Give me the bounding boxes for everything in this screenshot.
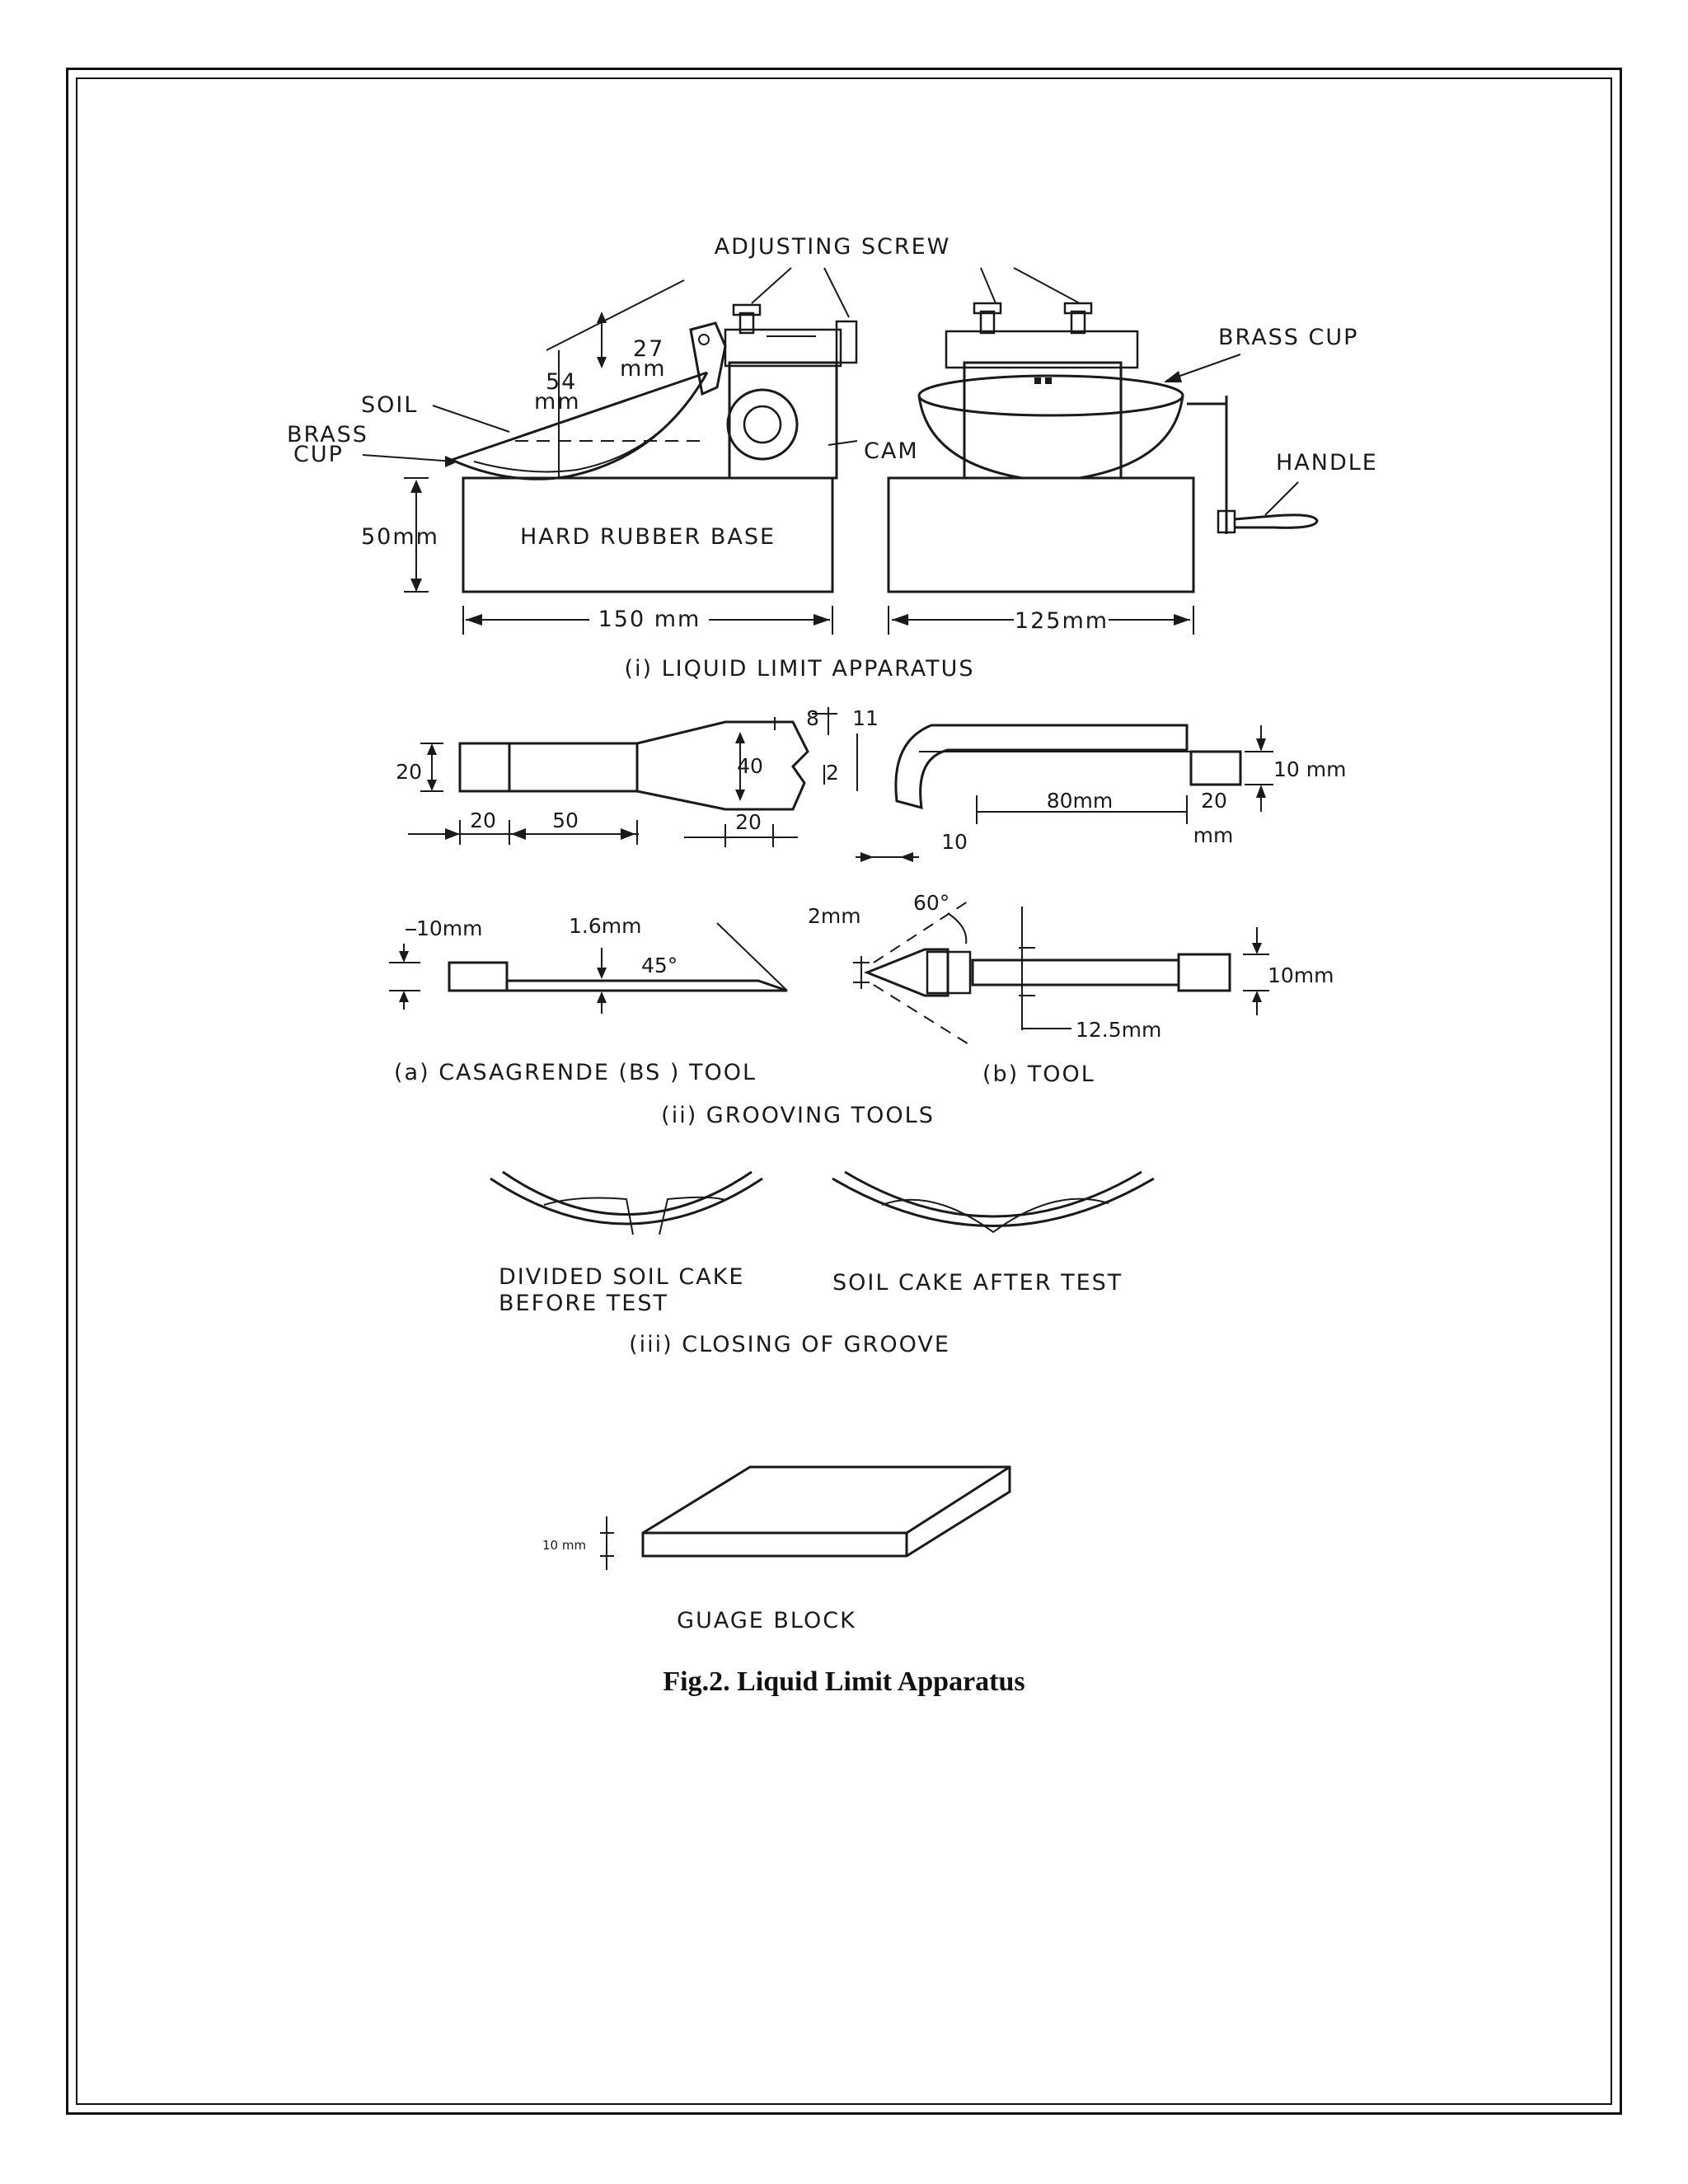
label-d10: 10: [941, 830, 968, 854]
label-d20-c: 20: [1201, 789, 1227, 813]
label-divided-soil-cake: DIVIDED SOIL CAKE: [499, 1264, 744, 1290]
gauge-block: [600, 1465, 1011, 1570]
cup-hinge: [689, 321, 727, 396]
label-gauge-block: GUAGE BLOCK: [677, 1608, 856, 1633]
label-soil-cake-after: SOIL CAKE AFTER TEST: [832, 1270, 1123, 1296]
bs-tool-side: [389, 922, 788, 1014]
label-dim-150: 150 mm: [598, 607, 701, 632]
label-d10mm-right: 10 mm: [1273, 757, 1346, 781]
label-cam: CAM: [864, 438, 919, 464]
apparatus-front-view: [751, 267, 1319, 635]
title-liquid-limit-apparatus: (i) LIQUID LIMIT APPARATUS: [624, 656, 974, 682]
label-d8: 8: [806, 706, 819, 730]
label-d20-left: 20: [396, 760, 422, 784]
frame-top: [724, 328, 842, 368]
label-d12-5: 12.5mm: [1076, 1018, 1161, 1042]
frame-pillar: [728, 361, 838, 480]
label-before-test: BEFORE TEST: [499, 1291, 668, 1316]
label-d2: 2: [826, 761, 839, 785]
label-d1-6: 1.6mm: [569, 914, 641, 938]
apparatus-side-view: [362, 279, 858, 635]
label-soil: SOIL: [361, 392, 418, 418]
label-casagrende-tool: (a) CASAGRENDE (BS ) TOOL: [394, 1060, 757, 1085]
front-pillar: [963, 361, 1123, 480]
label-base: HARD RUBBER BASE: [520, 524, 776, 550]
title-grooving-tools: (ii) GROOVING TOOLS: [661, 1103, 935, 1128]
label-cup: CUP: [293, 442, 344, 467]
label-d20-b: 20: [735, 810, 762, 834]
cam: [726, 388, 799, 461]
label-d80: 80mm: [1047, 789, 1114, 813]
label-d20-c-unit: mm: [1193, 823, 1234, 847]
label-deg45: 45°: [641, 954, 678, 977]
label-dim-54: 54: [546, 369, 577, 395]
page-border-inner: [76, 77, 1612, 2105]
figure-caption: Fig.2. Liquid Limit Apparatus: [663, 1666, 1025, 1697]
soil-cake-before: [490, 1170, 763, 1235]
label-deg60: 60°: [913, 891, 950, 915]
label-d10mm-a: 10mm: [416, 916, 483, 940]
hard-rubber-base: [462, 476, 834, 593]
label-brass-cup-front: BRASS CUP: [1218, 325, 1358, 350]
label-gauge-dim: 10 mm: [542, 1538, 586, 1553]
label-d50: 50: [552, 808, 579, 832]
label-adjusting-screw: ADJUSTING SCREW: [715, 234, 951, 260]
b-tool: [853, 898, 1269, 1047]
soil-cake-after: [832, 1170, 1155, 1234]
label-dim-27: 27: [633, 336, 664, 362]
handle: [1234, 513, 1319, 529]
label-d20-a: 20: [470, 808, 496, 832]
label-b-tool: (b) TOOL: [982, 1062, 1095, 1087]
label-d10mm-b: 10mm: [1268, 963, 1334, 987]
label-handle: HANDLE: [1276, 450, 1378, 476]
title-closing-of-groove: (iii) CLOSING OF GROOVE: [629, 1332, 950, 1357]
front-base: [887, 476, 1195, 593]
label-d40: 40: [737, 754, 763, 778]
label-d11: 11: [852, 706, 879, 730]
label-dim-54-unit: mm: [534, 389, 581, 415]
page-border-outer: [66, 68, 1622, 2115]
label-dim-50mm: 50mm: [361, 524, 439, 550]
casagrande-tool-profile: [856, 724, 1273, 862]
label-dim-125: 125mm: [1015, 608, 1109, 634]
side-screw: [835, 320, 858, 364]
label-d2mm: 2mm: [808, 904, 861, 928]
front-top: [945, 330, 1139, 369]
label-dim-27-unit: mm: [620, 356, 667, 382]
label-brass: BRASS: [287, 422, 368, 448]
casagrande-tool-plan: [408, 707, 858, 847]
